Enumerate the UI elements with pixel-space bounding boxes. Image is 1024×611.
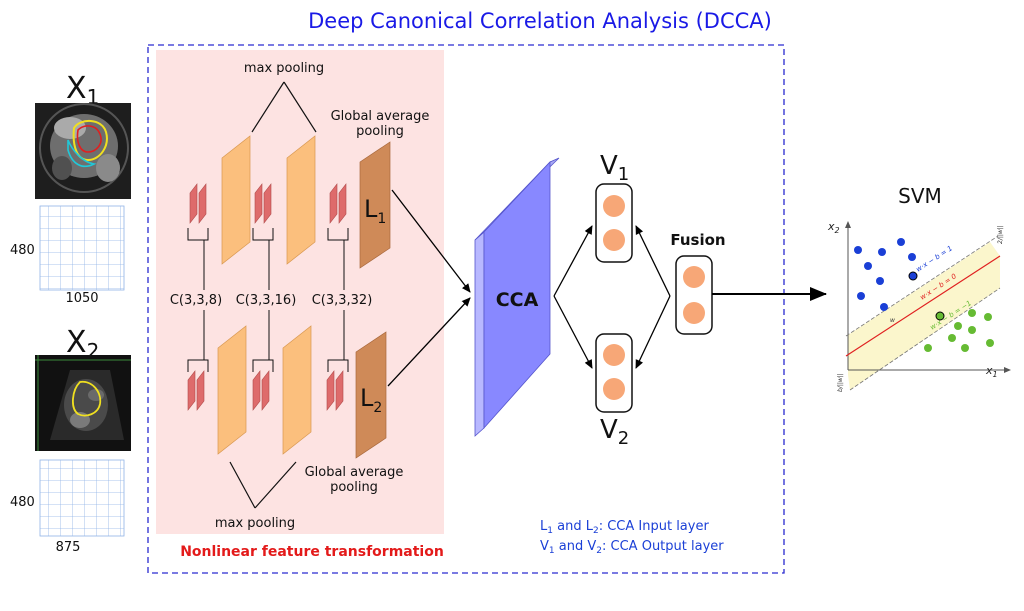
- svm-w-label: w: [890, 317, 895, 324]
- l2-label: L2: [360, 384, 382, 416]
- legend-line-1: L1 and L2: CCA Input layer: [540, 519, 709, 536]
- echo-image: [35, 355, 131, 451]
- l1-plane: [359, 141, 391, 269]
- conv-block-bottom-2a: [252, 370, 261, 411]
- arrow-l2-to-cca: [387, 297, 471, 387]
- conv-block-top-3b: [338, 183, 347, 224]
- l2-plane: [355, 331, 387, 459]
- conv-block-top-3a: [329, 183, 338, 224]
- svm-title: SVM: [898, 184, 942, 208]
- fusion-unit-2: [683, 302, 705, 324]
- input-x2: X2 480 875: [10, 325, 131, 555]
- cca-block-face: [483, 160, 551, 430]
- conv-block-bottom-1a: [187, 370, 196, 411]
- conv-block-top-1a: [189, 183, 198, 224]
- bracket-bottom-3: [327, 359, 349, 372]
- cca-label: CCA: [496, 289, 539, 311]
- svm-lower-margin-line: [849, 287, 1001, 391]
- feature-plane-top-2: [286, 135, 316, 265]
- feature-plane-bottom-2: [282, 325, 312, 455]
- x1-width-label: 1050: [65, 291, 98, 306]
- legend-line-2: V1 and V2: CCA Output layer: [540, 539, 724, 556]
- max-pooling-bottom-line-b: [254, 461, 297, 509]
- conv-block-top-1b: [198, 183, 207, 224]
- svm-green-points: [924, 309, 994, 352]
- arrow-fusion-to-v1: [635, 225, 671, 297]
- v1-label: V1: [600, 151, 629, 185]
- svm-y-axis-label: x2: [827, 220, 840, 235]
- v2-unit-2: [603, 378, 625, 400]
- cca-block-side: [474, 231, 485, 437]
- conv-block-top-2a: [254, 183, 263, 224]
- x2-grid: [39, 459, 125, 537]
- l1-label: L1: [364, 195, 386, 227]
- mri-image: [35, 103, 131, 199]
- legend: L1 and L2: CCA Input layer V1 and V2: CC…: [540, 519, 724, 556]
- cca-block: CCA: [474, 157, 560, 437]
- max-pooling-top-line-b: [283, 81, 317, 133]
- bracket-bottom-1: [187, 359, 209, 372]
- nonlinear-label: Nonlinear feature transformation: [180, 544, 444, 560]
- dcca-box: [147, 44, 785, 574]
- svm-offset-label: b/||w||: [837, 373, 844, 392]
- arrow-cca-to-v1: [553, 225, 593, 297]
- bracket-top-2: [252, 228, 274, 241]
- bracket-top-1: [187, 228, 209, 241]
- x1-grid: [39, 205, 125, 291]
- conv-block-bottom-3a: [326, 370, 335, 411]
- arrow-fusion-to-v2: [635, 295, 671, 369]
- v2-unit-1: [603, 344, 625, 366]
- arrow-cca-to-v2: [553, 295, 593, 369]
- conv-block-bottom-2b: [261, 370, 270, 411]
- arrow-l1-to-cca: [391, 189, 471, 293]
- feature-plane-bottom-1: [217, 325, 247, 455]
- conv-label-1: C(3,3,8): [170, 293, 222, 308]
- svm-margin-label: 2/||w||: [997, 225, 1004, 244]
- bracket-bottom-2: [252, 359, 274, 372]
- bracket-top-3: [327, 228, 349, 241]
- fusion-label: Fusion: [670, 231, 725, 249]
- svm-blue-points: [854, 238, 918, 311]
- v1-unit-1: [603, 195, 625, 217]
- x2-width-label: 875: [56, 540, 81, 555]
- fusion-unit-1: [683, 266, 705, 288]
- conv-block-top-2b: [263, 183, 272, 224]
- svm-decision-line: [845, 255, 1001, 357]
- svm-panel: SVM x2 x1 w·x − b = 1 w·x − b = 0 w·x − …: [827, 184, 1011, 392]
- svm-upper-margin-line: [845, 235, 999, 337]
- nonlinear-region: [156, 50, 444, 534]
- max-pooling-top-label: max pooling: [244, 61, 324, 76]
- svm-x-axis-label: x1: [985, 364, 998, 379]
- conv-block-bottom-1b: [196, 370, 205, 411]
- conv-label-2: C(3,3,16): [236, 293, 297, 308]
- x1-height-label: 480: [10, 243, 35, 258]
- max-pooling-top-line-a: [251, 81, 285, 133]
- conv-block-bottom-3b: [335, 370, 344, 411]
- input-x1: X1 480 1050: [10, 71, 131, 306]
- max-pooling-bottom-label: max pooling: [215, 516, 295, 531]
- svm-margin-band: [848, 242, 1000, 390]
- diagram-title: Deep Canonical Correlation Analysis (DCC…: [308, 9, 772, 33]
- x2-height-label: 480: [10, 495, 35, 510]
- conv-label-3: C(3,3,32): [312, 293, 373, 308]
- max-pooling-bottom-line-a: [229, 461, 256, 509]
- v1-unit-2: [603, 229, 625, 251]
- feature-plane-top-1: [221, 135, 251, 265]
- v2-label: V2: [600, 415, 629, 449]
